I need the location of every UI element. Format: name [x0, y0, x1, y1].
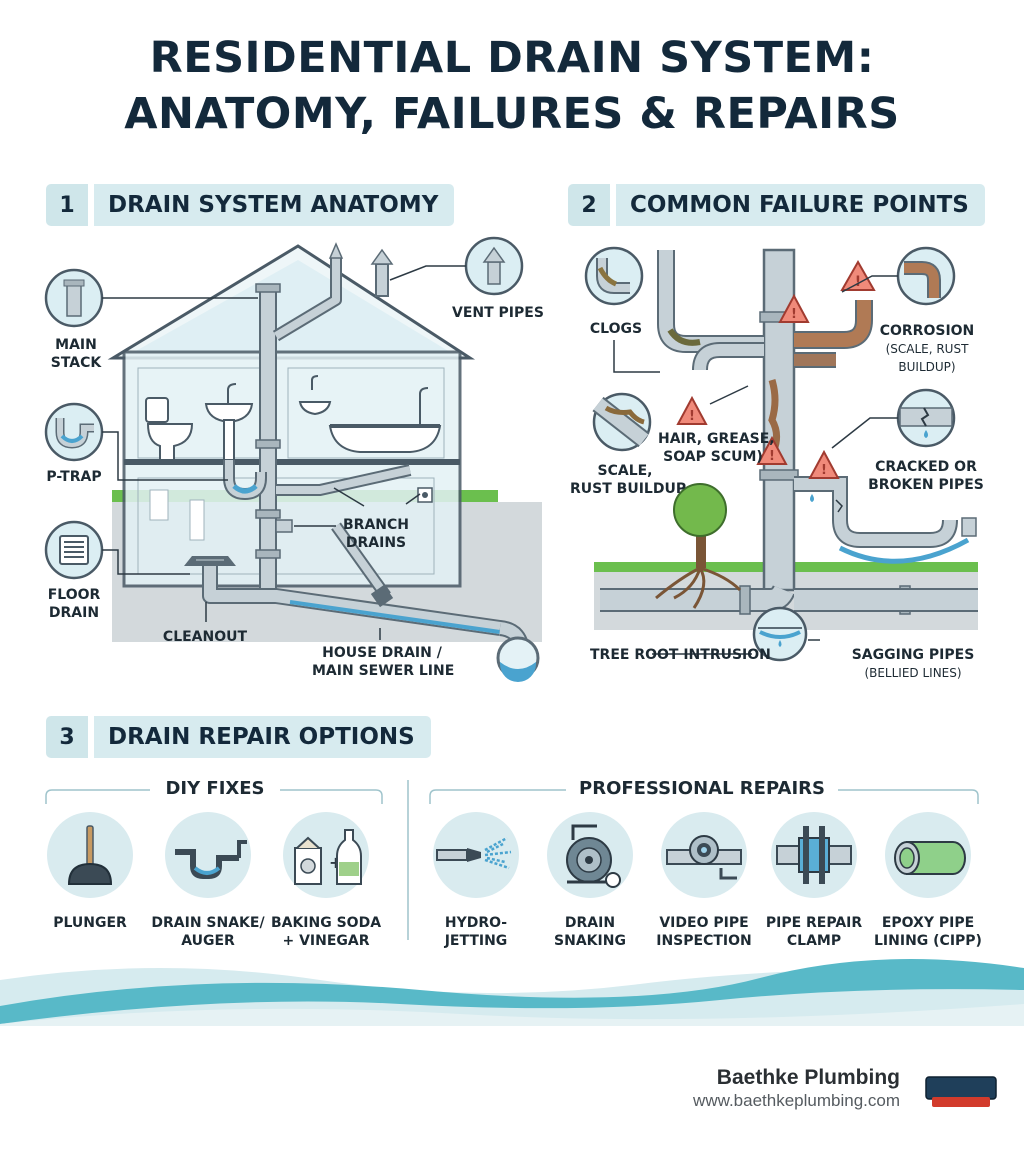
page-title: RESIDENTIAL DRAIN SYSTEM: ANATOMY, FAILU…: [0, 30, 1024, 142]
hair-grease-icon: [592, 392, 652, 452]
tool-label: BAKING SODA+ VINEGAR: [270, 915, 382, 949]
cleanout-pipe: [332, 523, 390, 599]
warning-icon: !: [756, 435, 788, 465]
label-hair-grease: HAIR, GREASE,SOAP SCUM): [658, 431, 775, 465]
bathroom-sink-icon: [298, 401, 332, 416]
label-p-trap: P-TRAP: [46, 469, 102, 485]
video-camera-icon: [661, 812, 747, 898]
branch-drain-pipe: [276, 466, 411, 494]
section-label: DRAIN REPAIR OPTIONS: [94, 716, 431, 758]
svg-text:!: !: [855, 274, 861, 290]
tool-label: PLUNGER: [53, 915, 127, 931]
p-trap-icon: [44, 402, 104, 462]
section-number: 1: [46, 184, 88, 226]
section-header-anatomy: 1 DRAIN SYSTEM ANATOMY: [46, 184, 455, 226]
svg-text:!: !: [769, 449, 775, 464]
label-corrosion: CORROSION (SCALE, RUST BUILDUP): [879, 323, 975, 374]
warning-icon: !: [676, 395, 708, 425]
label-vent-pipes: VENT PIPES: [452, 305, 544, 321]
tool-label: HYDRO-JETTING: [444, 915, 508, 949]
diy-fixes-title: DIY FIXES: [150, 778, 280, 799]
tree-canopy-icon: [673, 483, 727, 537]
floor-drain-icon: [44, 520, 104, 580]
label-tree-root: TREE ROOT INTRUSION: [590, 647, 771, 663]
p-trap-pipe: [225, 460, 265, 499]
label-cleanout: CLEANOUT: [162, 629, 248, 645]
label-house-drain: HOUSE DRAIN /MAIN SEWER LINE: [312, 645, 455, 679]
house-drain-pipe: [204, 566, 501, 634]
warning-icon: !: [808, 449, 840, 479]
brand-logo: [925, 1076, 997, 1107]
clogs-icon: [584, 246, 644, 306]
tool-label: DRAIN SNAKE/AUGER: [151, 915, 265, 949]
warning-icon: !: [778, 293, 810, 323]
svg-text:!: !: [821, 463, 827, 478]
label-scale-rust: SCALE,RUST BUILDUP: [570, 463, 687, 497]
drain-snake-icon: [165, 812, 251, 898]
label-sagging-pipes: SAGGING PIPES (BELLIED LINES): [851, 647, 975, 680]
hydro-jetting-icon: [433, 812, 519, 898]
svg-text:!: !: [791, 307, 797, 322]
corroded-pipe: [794, 300, 871, 347]
failure-sewer-line: [600, 585, 794, 610]
warning-icon: !: [840, 259, 876, 291]
diy-tool-plunger: PLUNGER: [20, 812, 160, 932]
section-number: 2: [568, 184, 610, 226]
professional-repairs-title: PROFESSIONAL REPAIRS: [566, 778, 838, 799]
title-line-1: RESIDENTIAL DRAIN SYSTEM:: [149, 33, 875, 83]
baking-soda-vinegar-icon: +: [283, 812, 369, 898]
brand-name: Baethke Plumbing: [716, 1066, 900, 1089]
corrosion-icon: [896, 246, 956, 306]
sagging-water: [838, 537, 970, 564]
tree-trunk: [696, 520, 706, 568]
vent-pipe-icon: [464, 236, 524, 296]
plunger-icon: [47, 812, 133, 898]
diy-tool-baking-soda: + BAKING SODA+ VINEGAR: [256, 812, 396, 950]
section-header-repairs: 3 DRAIN REPAIR OPTIONS: [46, 716, 431, 758]
bathtub-icon: [328, 425, 442, 453]
pro-tool-hydro-jetting: HYDRO-JETTING: [406, 812, 546, 950]
cracked-pipe-icon: [896, 388, 956, 448]
main-stack-icon: [44, 268, 104, 328]
floor-drain-grate: [184, 556, 236, 566]
toilet-tank-icon: [145, 397, 169, 423]
section-label: COMMON FAILURE POINTS: [616, 184, 985, 226]
drain-snaking-machine-icon: [547, 812, 633, 898]
label-clogs: CLOGS: [589, 321, 643, 337]
section-number: 3: [46, 716, 88, 758]
cracked-pipe: [794, 478, 956, 546]
epoxy-lining-icon: [885, 812, 971, 898]
brand-url[interactable]: www.baethkeplumbing.com: [693, 1091, 900, 1110]
diy-tool-drain-snake: DRAIN SNAKE/AUGER: [138, 812, 278, 950]
title-line-2: ANATOMY, FAILURES & REPAIRS: [124, 89, 900, 139]
section-header-failures: 2 COMMON FAILURE POINTS: [568, 184, 985, 226]
toilet-icon: [146, 423, 194, 461]
svg-text:!: !: [689, 409, 695, 424]
vent-pipe: [273, 258, 340, 340]
section-label: DRAIN SYSTEM ANATOMY: [94, 184, 455, 226]
sagging-pipe-icon: [752, 606, 808, 662]
pipe-clamp-icon: [771, 812, 857, 898]
